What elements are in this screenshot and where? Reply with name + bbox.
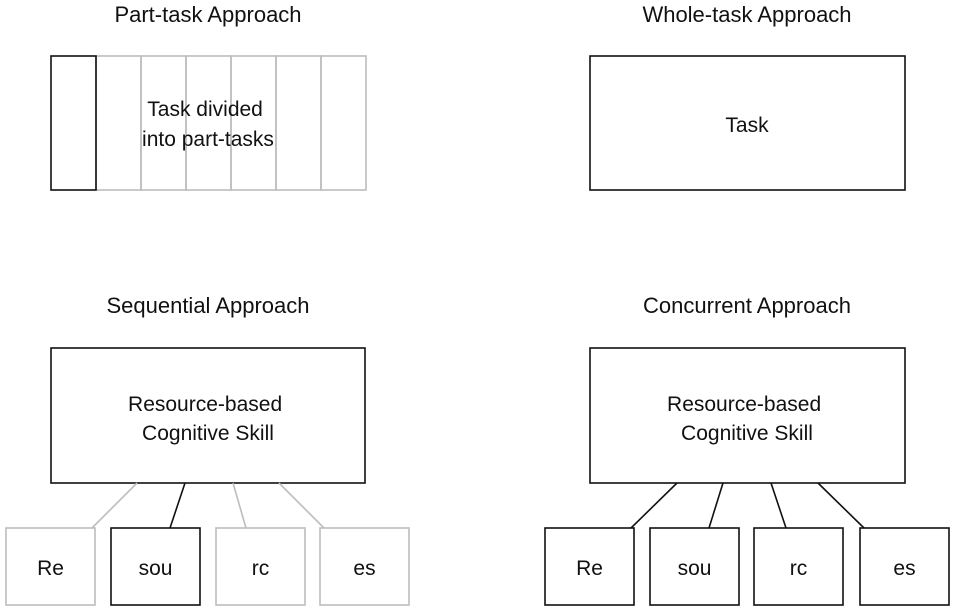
part-task-box-line-1: Task divided [147, 98, 263, 121]
concurrent-skill-line-2: Cognitive Skill [681, 422, 813, 445]
whole-task-panel: Whole-task Approach Task [589, 2, 906, 191]
part-task-panel: Part-task Approach Task divided into par… [50, 2, 367, 191]
sequential-subskill-box [319, 527, 410, 606]
part-task-segment [95, 55, 142, 191]
concurrent-subskill-box [753, 527, 844, 606]
whole-task-box-label: Task [725, 114, 769, 137]
sequential-skill-label: Resource-based Cognitive Skill [128, 393, 288, 445]
whole-task-title: Whole-task Approach [642, 2, 851, 27]
part-task-segment [320, 55, 367, 191]
sequential-subskill-label: sou [139, 557, 173, 580]
sequential-subskill-connector [91, 482, 138, 529]
sequential-subskill-box [215, 527, 306, 606]
sequential-title: Sequential Approach [106, 293, 309, 318]
concurrent-skill-label: Resource-based Cognitive Skill [667, 393, 827, 445]
part-task-box-line-2: into part-tasks [142, 128, 274, 151]
concurrent-subskill-box [859, 527, 950, 606]
concurrent-subskill-label: Re [576, 557, 603, 580]
sequential-panel: Sequential Approach Resource-based Cogni… [5, 293, 410, 606]
sequential-subskill-box [110, 527, 201, 606]
sequential-subskill-label: rc [252, 557, 270, 580]
concurrent-skill-box [589, 347, 906, 484]
sequential-subskill-box [5, 527, 96, 606]
part-task-segment [140, 55, 187, 191]
sequential-skill-box [50, 347, 366, 484]
concurrent-subskills: Re sou rc es [544, 482, 950, 606]
part-task-segment [185, 55, 232, 191]
sequential-subskill-connector [232, 482, 247, 529]
part-task-segment-highlighted [50, 55, 97, 191]
concurrent-subskill-label: rc [790, 557, 808, 580]
concurrent-subskill-connector [817, 482, 865, 529]
sequential-skill-line-1: Resource-based [128, 393, 282, 416]
concurrent-skill-line-1: Resource-based [667, 393, 821, 416]
concurrent-subskill-connector [708, 482, 724, 529]
sequential-subskill-connector [169, 482, 186, 529]
sequential-subskill-label: Re [37, 557, 64, 580]
sequential-subskills: Re sou rc es [5, 482, 410, 606]
sequential-subskill-connector [278, 482, 325, 529]
sequential-subskill-label: es [353, 557, 375, 580]
concurrent-subskill-label: sou [678, 557, 712, 580]
part-task-box-label: Task divided into part-tasks [142, 98, 274, 151]
concurrent-subskill-box [544, 527, 635, 606]
concurrent-subskill-box [649, 527, 740, 606]
concurrent-panel: Concurrent Approach Resource-based Cogni… [544, 293, 950, 606]
concurrent-subskill-connector [630, 482, 678, 529]
whole-task-box [589, 55, 906, 191]
part-task-segment [230, 55, 277, 191]
concurrent-subskill-connector [770, 482, 787, 529]
part-task-title: Part-task Approach [114, 2, 301, 27]
concurrent-title: Concurrent Approach [643, 293, 851, 318]
concurrent-subskill-label: es [893, 557, 915, 580]
part-task-segments [50, 55, 367, 191]
sequential-skill-line-2: Cognitive Skill [142, 422, 274, 445]
part-task-segment [275, 55, 322, 191]
